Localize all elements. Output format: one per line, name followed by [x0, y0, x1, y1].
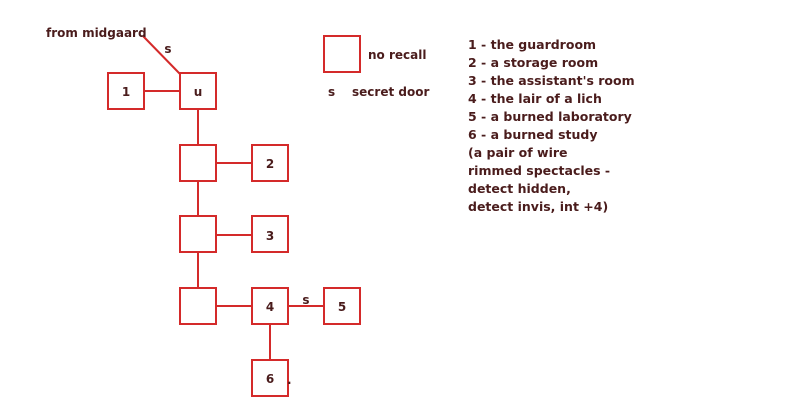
secret-door-key-label: secret door — [352, 85, 429, 99]
room-5-label: 5 — [338, 300, 346, 314]
room-blank-2 — [179, 215, 217, 253]
from-midgaard-label: from midgaard — [46, 26, 147, 40]
entrance-link — [142, 35, 181, 75]
legend-line: 5 - a burned laboratory — [468, 109, 632, 124]
secret-door-marker-entrance: s — [164, 42, 171, 56]
legend-line: 6 - a burned study — [468, 127, 598, 142]
stray-dot: . — [287, 373, 292, 387]
no-recall-key-box — [323, 35, 361, 73]
room-u-label: u — [194, 85, 203, 99]
room-3-label: 3 — [266, 229, 274, 243]
legend-line: detect invis, int +4) — [468, 199, 609, 214]
room-6 — [251, 359, 289, 397]
room-2-label: 2 — [266, 157, 274, 171]
legend-line: detect hidden, — [468, 181, 571, 196]
legend-line: (a pair of wire — [468, 145, 568, 160]
secret-door-marker-4-5: s — [302, 293, 309, 307]
room-1-label: 1 — [122, 85, 130, 99]
legend-line: 2 - a storage room — [468, 55, 599, 70]
room-2 — [251, 144, 289, 182]
room-u — [179, 72, 217, 110]
room-6-label: 6 — [266, 372, 274, 386]
room-5 — [323, 287, 361, 325]
room-3 — [251, 215, 289, 253]
room-legend: 1 - the guardroom 2 - a storage room 3 -… — [468, 36, 635, 216]
room-4 — [251, 287, 289, 325]
room-4-label: 4 — [266, 300, 274, 314]
no-recall-key-label: no recall — [368, 48, 426, 62]
legend-line: 4 - the lair of a lich — [468, 91, 602, 106]
secret-door-key-symbol: s — [328, 85, 335, 99]
room-blank-3 — [179, 287, 217, 325]
room-blank-1 — [179, 144, 217, 182]
legend-line: 3 - the assistant's room — [468, 73, 635, 88]
legend-line: rimmed spectacles - — [468, 163, 611, 178]
room-1 — [107, 72, 145, 110]
legend-line: 1 - the guardroom — [468, 37, 597, 52]
